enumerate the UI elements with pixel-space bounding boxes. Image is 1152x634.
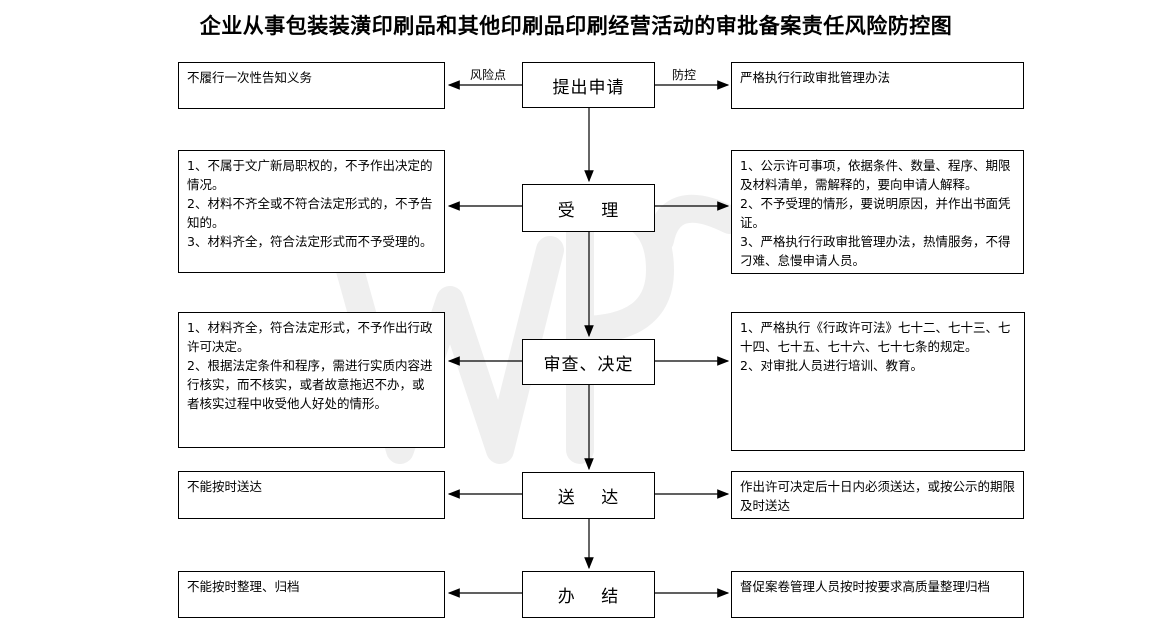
- control-box-complete: 督促案卷管理人员按时按要求高质量整理归档: [731, 571, 1024, 618]
- control-label: 防控: [672, 68, 697, 82]
- risk-box-apply: 不履行一次性告知义务: [178, 62, 445, 109]
- control-box-deliver: 作出许可决定后十日内必须送达，或按公示的期限及时送达: [731, 471, 1024, 519]
- step-review: 审查、决定: [522, 339, 655, 385]
- risk-box-accept: 1、不属于文广新局职权的，不予作出决定的情况。 2、材料不齐全或不符合法定形式的…: [178, 150, 445, 273]
- risk-point-label: 风险点: [470, 68, 507, 82]
- step-accept: 受 理: [522, 184, 655, 232]
- control-box-apply: 严格执行行政审批管理办法: [731, 62, 1024, 109]
- risk-box-review: 1、材料齐全，符合法定形式，不予作出行政许可决定。 2、根据法定条件和程序，需进…: [178, 312, 445, 448]
- step-deliver: 送 达: [522, 472, 655, 519]
- diagram-title: 企业从事包装装潢印刷品和其他印刷品印刷经营活动的审批备案责任风险防控图: [199, 13, 953, 38]
- risk-box-complete: 不能按时整理、归档: [178, 571, 445, 618]
- control-box-review: 1、严格执行《行政许可法》七十二、七十三、七十四、七十五、七十六、七十七条的规定…: [731, 312, 1025, 451]
- control-box-accept: 1、公示许可事项，依据条件、数量、程序、期限及材料清单，需解释的，要向申请人解释…: [731, 150, 1024, 274]
- step-apply: 提出申请: [522, 62, 655, 108]
- risk-box-deliver: 不能按时送达: [178, 471, 445, 519]
- step-complete: 办 结: [522, 571, 655, 618]
